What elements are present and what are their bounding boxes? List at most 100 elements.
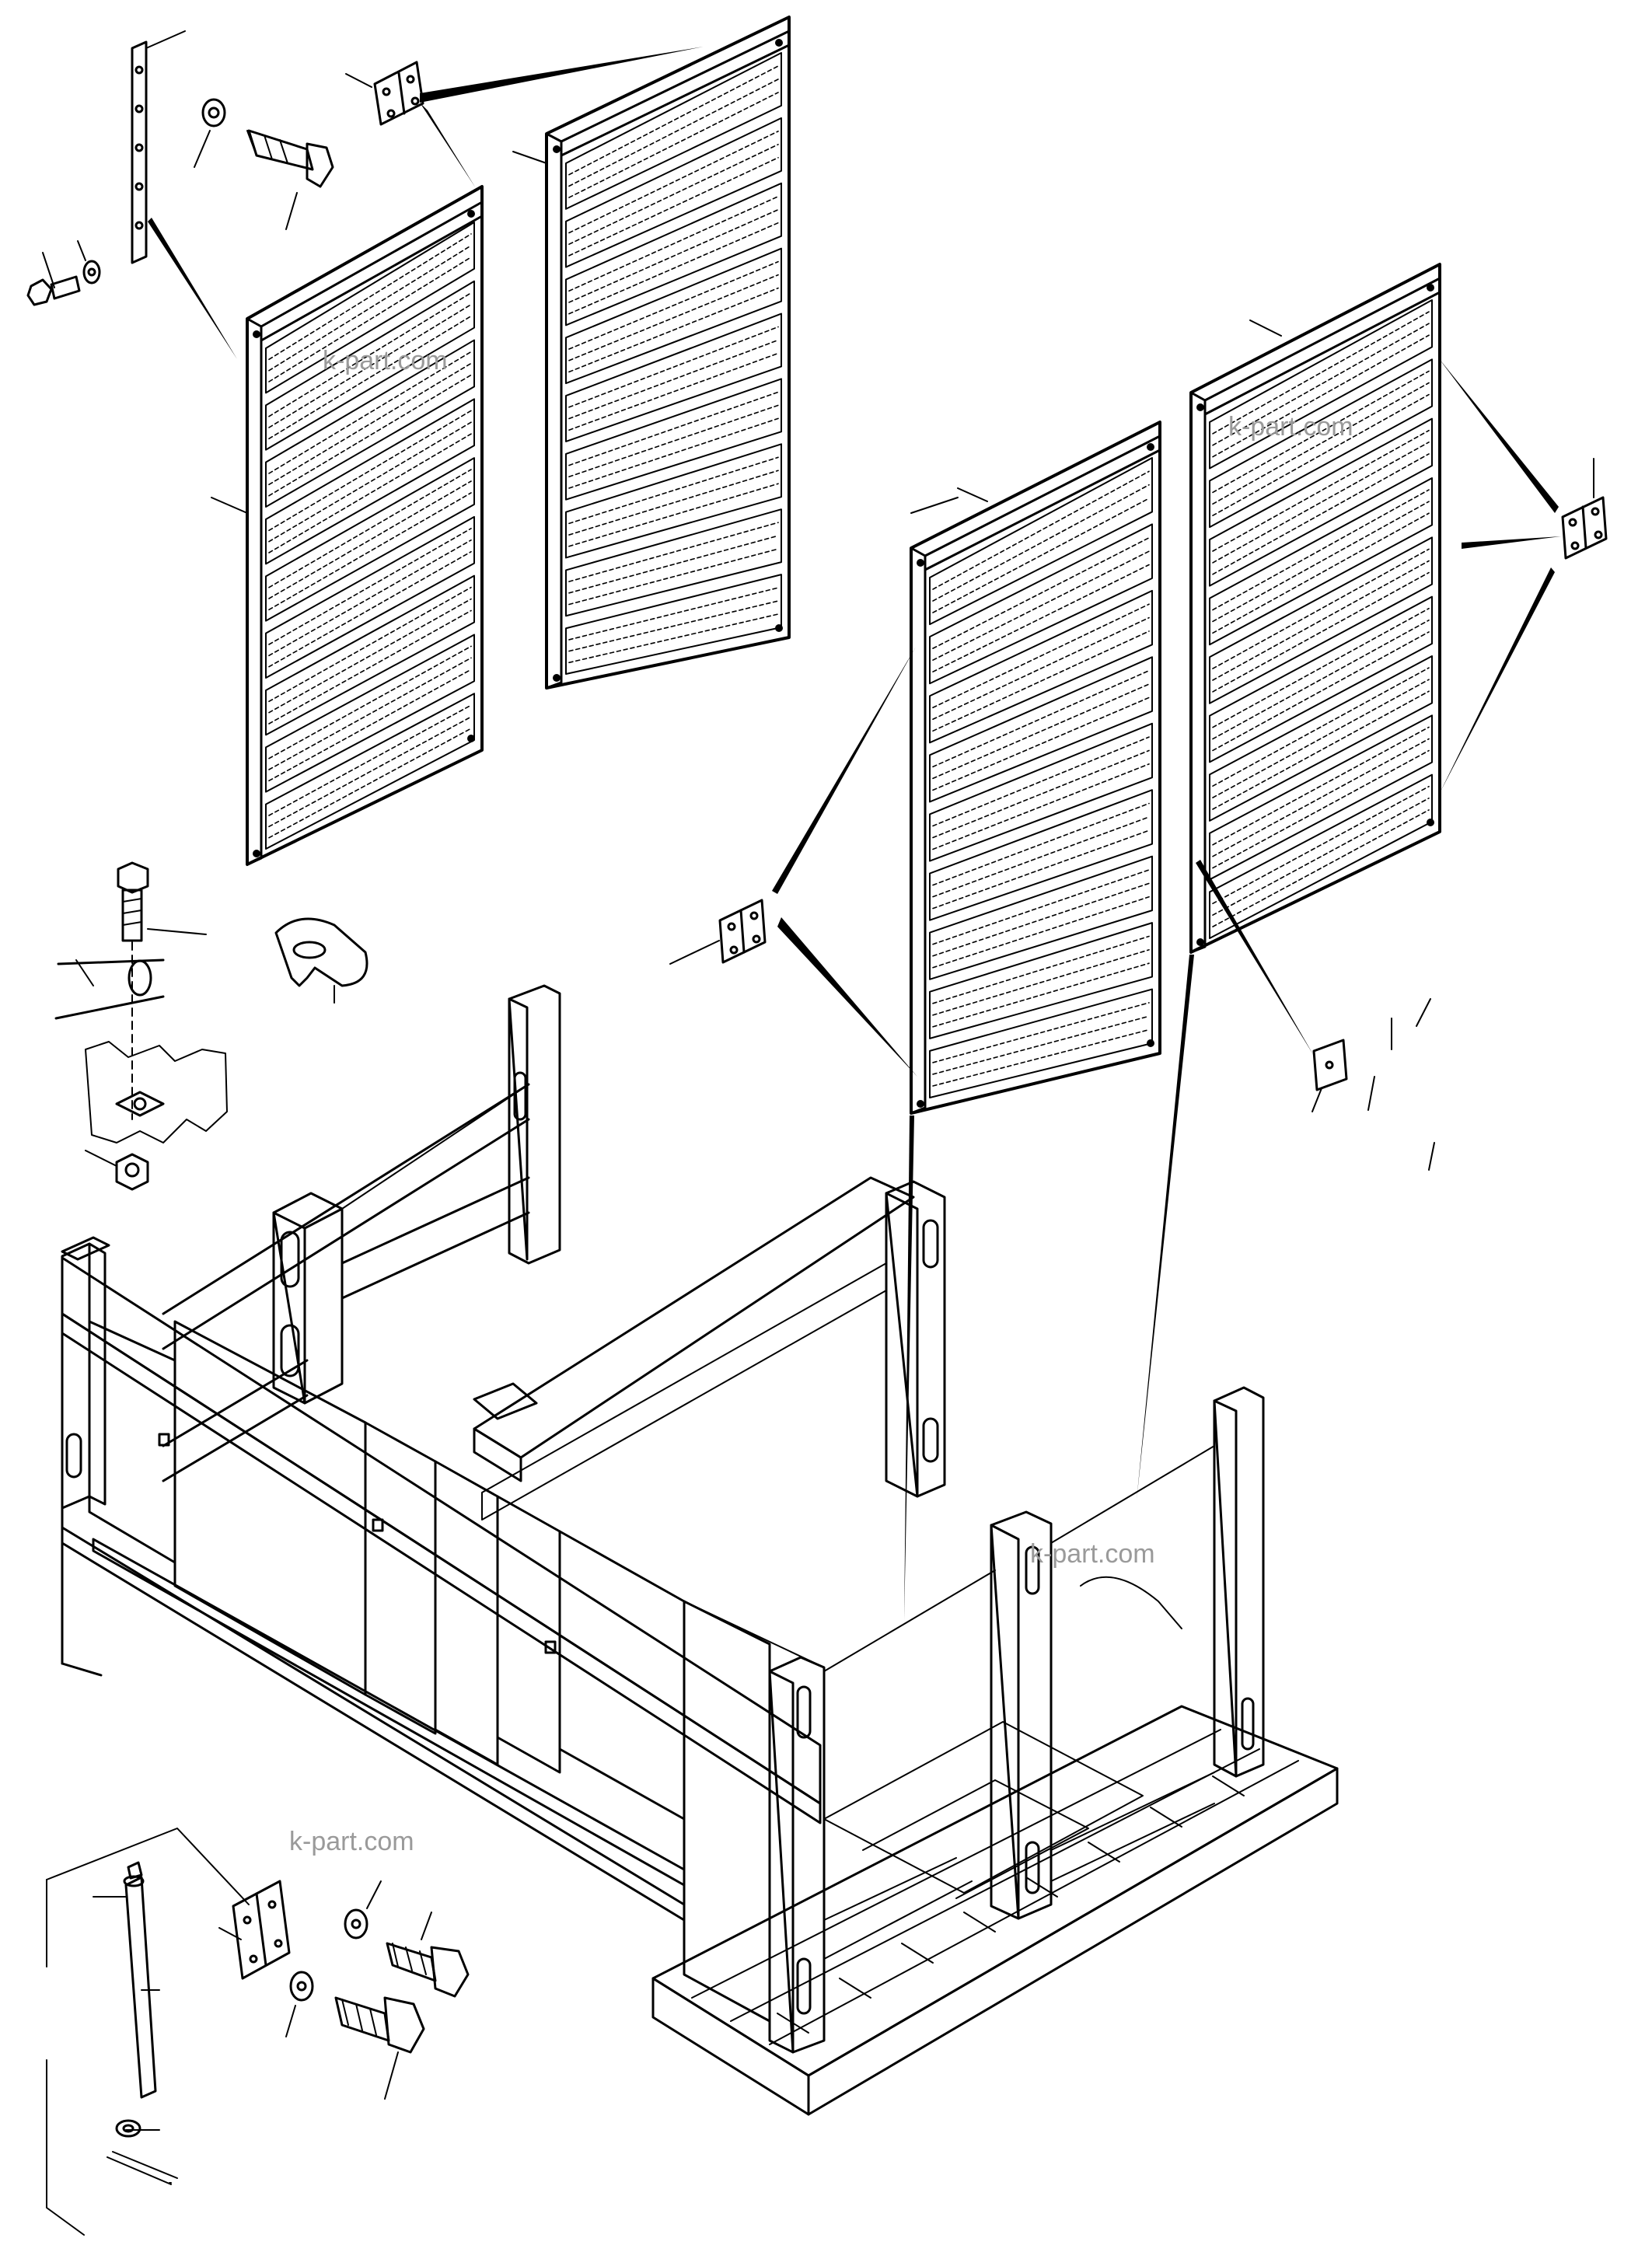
hinge-bottom	[232, 1880, 291, 1980]
louver-slot-line	[932, 498, 1150, 613]
louver-slot-line	[932, 882, 1150, 957]
louver-row	[565, 378, 782, 501]
louver-slot-line	[568, 470, 779, 536]
louver-slot-line	[1212, 323, 1430, 446]
louver-slot-line	[568, 548, 779, 606]
louver-slot-line	[268, 586, 472, 703]
louver-slot-line	[932, 603, 1150, 709]
louver-slot-line	[268, 528, 472, 645]
louver-row	[1209, 477, 1433, 646]
louver-row	[1209, 536, 1433, 704]
louver-slot-line	[932, 470, 1150, 590]
louver-row	[929, 722, 1153, 862]
pipe-flange	[274, 917, 368, 987]
cross-beam	[473, 1176, 915, 1482]
louver-slot-line	[932, 537, 1150, 649]
louver-slot-line	[568, 157, 779, 257]
louver-row	[565, 182, 782, 326]
bolt-bottom-b	[334, 1996, 425, 2054]
louver-row	[565, 52, 782, 210]
louver-slot-line	[268, 598, 472, 714]
louver-slot-line	[568, 131, 779, 234]
louver-row	[565, 443, 782, 559]
louver-slot-line	[932, 869, 1150, 945]
louver-slot-line	[568, 222, 779, 315]
louver-row	[1209, 655, 1433, 822]
louver-slot-line	[268, 362, 472, 486]
louver-slot-line	[568, 613, 779, 664]
flat-bar	[131, 40, 148, 264]
louver-slot-line	[932, 683, 1150, 780]
louver-slot-line	[932, 816, 1150, 898]
louver-row	[1209, 299, 1433, 470]
louver-slot-line	[932, 669, 1150, 768]
louver-slot-line	[932, 736, 1150, 827]
louver-row	[1209, 358, 1433, 529]
louver-slot-line	[1212, 738, 1430, 857]
louver-row	[265, 222, 475, 394]
louver-row	[265, 634, 475, 793]
panel-fastener-dots	[253, 39, 1434, 1108]
louver-slot-line	[1212, 429, 1430, 552]
louver-slot-line	[1212, 620, 1430, 740]
louver-slot-line	[1212, 370, 1430, 494]
louver-slot-line	[932, 962, 1150, 1028]
bolt-large-top	[201, 98, 334, 188]
louver-slot-line	[1212, 690, 1430, 810]
louver-slot-line	[268, 609, 472, 724]
louver-slot-line	[568, 287, 779, 373]
louver-slot-line	[932, 749, 1150, 839]
louver-slot-line	[932, 1028, 1150, 1087]
watermark-4: k-part.com	[289, 1827, 414, 1856]
louver-slot-line	[268, 315, 472, 440]
louver-row	[265, 515, 475, 679]
watermark-3: k-part.com	[1030, 1539, 1155, 1569]
upright-post-front-left	[768, 1656, 826, 2054]
clamp-bracket	[85, 1041, 228, 1143]
louver-row	[929, 523, 1153, 685]
pin-bracket-line	[46, 1828, 250, 2236]
louver-slot-line	[268, 245, 472, 372]
louver-slot-line	[1212, 679, 1430, 798]
louver-slot-line	[268, 492, 472, 611]
louver-row	[265, 398, 475, 565]
louver-slot-line	[1212, 571, 1430, 693]
front-deck	[651, 1705, 1339, 2116]
louver-slot-line	[568, 587, 779, 641]
louver-slot-line	[568, 144, 779, 245]
louver-slot-line	[268, 480, 472, 599]
louver-slot-line	[1212, 501, 1430, 623]
louver-slot-line	[932, 550, 1150, 661]
louver-slot-line	[932, 484, 1150, 602]
louver-slot-line	[268, 669, 472, 782]
louver-slot-line	[1212, 512, 1430, 634]
louver-row	[929, 457, 1153, 626]
louver-slot-line	[1212, 382, 1430, 505]
louver-slot-line	[268, 292, 472, 417]
upright-post-rear-left	[272, 1192, 344, 1405]
cotter-pin	[107, 2151, 178, 2185]
hinge-plate-middle	[718, 899, 767, 964]
louver-slot-line	[568, 600, 779, 652]
louver-slot-line	[268, 351, 472, 474]
louver-slot-line	[1212, 798, 1430, 917]
louver-slot-line	[268, 410, 472, 532]
side-panel-front	[481, 1262, 1215, 2023]
callout-leader-lines	[42, 30, 1594, 2184]
louver-slot-line	[568, 79, 779, 187]
louver-row	[929, 789, 1153, 921]
upright-post-rear-right	[508, 984, 561, 1265]
louver-slot-line	[568, 195, 779, 292]
louver-slot-line	[932, 616, 1150, 721]
assembly-leaders	[148, 47, 1561, 1621]
louver-slot-line	[932, 829, 1150, 910]
louver-slot-line	[568, 522, 779, 582]
louver-row	[265, 457, 475, 622]
grille-panel-right	[1189, 263, 1441, 954]
louver-slot-line	[1212, 442, 1430, 564]
louver-row	[565, 117, 782, 268]
louver-slot-line	[932, 896, 1150, 969]
louver-slot-line	[1212, 453, 1430, 575]
washer-a	[344, 1908, 368, 1940]
louver-row	[1209, 714, 1433, 881]
